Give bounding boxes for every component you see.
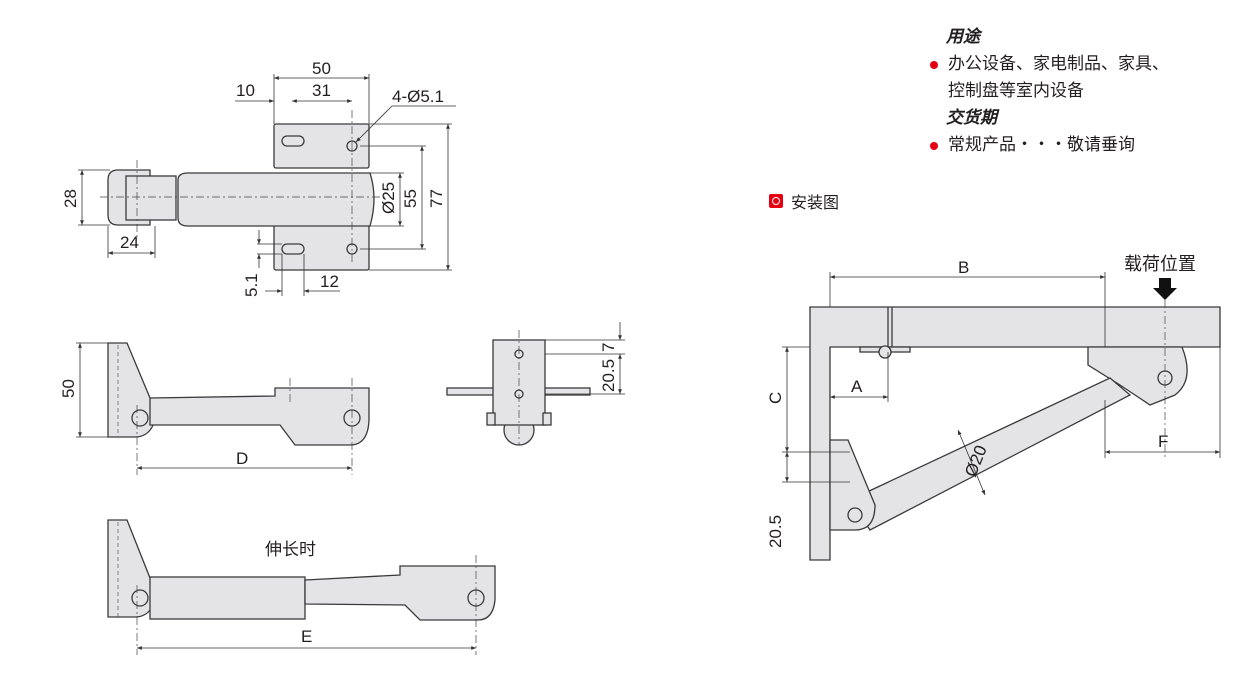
holes-spec: 4-Ø5.1 — [392, 87, 444, 106]
circle-marker-icon — [769, 194, 783, 208]
dim-77: 77 — [427, 189, 446, 208]
dim-50: 50 — [312, 59, 331, 78]
dim-20-5-install: 20.5 — [766, 515, 785, 548]
dim-B: B — [958, 258, 969, 277]
info-panel: 用途 办公设备、家电制品、家具、 控制盘等室内设备 交货期 常规产品・・・敬请垂… — [922, 24, 1169, 159]
extended-label: 伸长时 — [265, 540, 316, 560]
dim-50-side: 50 — [59, 379, 78, 398]
usage-title: 用途 — [946, 27, 980, 47]
bullet-icon — [930, 142, 938, 150]
dim-31: 31 — [312, 81, 331, 100]
dim-A: A — [851, 377, 863, 396]
dim-28: 28 — [61, 189, 80, 208]
dim-d25: Ø25 — [379, 182, 398, 214]
side-view: 50 D — [59, 342, 370, 475]
dim-E: E — [301, 627, 312, 646]
delivery-text: 常规产品・・・敬请垂询 — [948, 135, 1135, 155]
main-body — [177, 172, 375, 227]
bullet-icon — [930, 61, 938, 69]
front-view: 20.5 7 — [446, 322, 625, 446]
load-position-label: 载荷位置 — [1124, 254, 1196, 275]
load-arrow-icon — [1153, 278, 1177, 300]
dim-20-5: 20.5 — [599, 359, 618, 392]
top-view: 50 10 31 4-Ø5.1 28 24 Ø25 55 77 5.1 12 — [61, 59, 456, 297]
usage-line-2: 控制盘等室内设备 — [948, 81, 1084, 101]
usage-line-1: 办公设备、家电制品、家具、 — [948, 54, 1169, 74]
dim-7: 7 — [599, 343, 618, 352]
dim-F: F — [1158, 432, 1168, 451]
delivery-title: 交货期 — [946, 108, 997, 128]
dim-D: D — [236, 449, 248, 468]
neck — [125, 175, 177, 221]
dim-12: 12 — [320, 272, 339, 291]
dim-55: 55 — [401, 189, 420, 208]
dim-C: C — [766, 392, 785, 404]
gas-spring-arm — [849, 377, 1132, 531]
dim-5-1: 5.1 — [242, 273, 261, 297]
installation-diagram: B C A 20.5 F Ø20 — [766, 258, 1221, 561]
dim-24: 24 — [120, 233, 139, 252]
install-diagram-heading: 安装图 — [769, 189, 839, 213]
install-title: 安装图 — [791, 193, 840, 212]
dim-10: 10 — [236, 81, 255, 100]
extended-view: E — [107, 519, 496, 655]
